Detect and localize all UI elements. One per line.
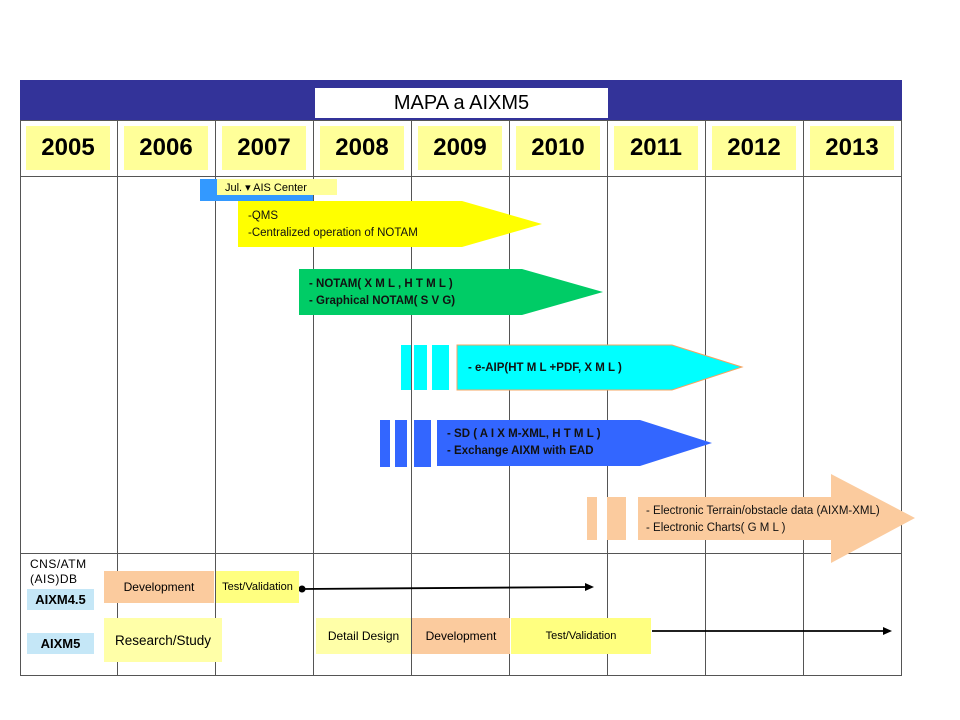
grid-line — [607, 120, 608, 676]
arrow-eaip-line: - e-AIP(HT M L +PDF, X M L ) — [468, 362, 622, 374]
year-2013: 2013 — [810, 126, 894, 170]
aixm5-detail-design: Detail Design — [316, 618, 411, 654]
bar-sd — [414, 420, 431, 467]
bar-eaip — [414, 345, 427, 390]
aixm5-test: Test/Validation — [511, 618, 651, 654]
arrow-sd-text: - SD ( A I X M-XML, H T M L ) - Exchange… — [447, 426, 601, 460]
grid-line — [803, 120, 804, 676]
db-label-line: (AIS)DB — [30, 572, 78, 586]
arrow-sd-line: - SD ( A I X M-XML, H T M L ) — [447, 428, 601, 440]
grid-line — [509, 120, 510, 676]
grid-line — [20, 553, 902, 554]
year-2009: 2009 — [418, 126, 502, 170]
bar-sd — [395, 420, 407, 467]
grid-line — [313, 120, 314, 676]
aixm45-arrowhead — [585, 583, 594, 591]
page-title: MAPA a AIXM5 — [315, 88, 608, 118]
milestone-label: Jul. ▾ AIS Center — [217, 179, 337, 195]
bar-eaip — [432, 345, 449, 390]
grid-line — [117, 120, 118, 676]
year-2010: 2010 — [516, 126, 600, 170]
arrow-qms-line: -QMS — [248, 210, 279, 222]
aixm5-arrowhead — [883, 627, 892, 635]
aixm45-test: Test/Validation — [216, 571, 299, 603]
grid-line — [411, 120, 412, 676]
bar-eaip — [401, 345, 411, 390]
arrow-notam — [299, 269, 603, 315]
year-2007: 2007 — [222, 126, 306, 170]
bar-terrain — [607, 497, 626, 540]
bar-terrain — [587, 497, 597, 540]
aixm5-badge: AIXM5 — [27, 633, 94, 654]
year-2012: 2012 — [712, 126, 796, 170]
arrow-qms-line: -Centralized operation of NOTAM — [248, 227, 418, 239]
arrow-eaip — [456, 344, 744, 391]
arrow-terrain-line: - Electronic Charts( G M L ) — [646, 522, 786, 534]
arrow-eaip-text: - e-AIP(HT M L +PDF, X M L ) — [468, 360, 622, 377]
arrow-qms — [238, 201, 542, 247]
arrow-terrain-text: - Electronic Terrain/obstacle data (AIXM… — [646, 503, 880, 537]
db-label-line: CNS/ATM — [30, 557, 87, 571]
bar-sd — [380, 420, 390, 467]
arrow-notam-line: - Graphical NOTAM( S V G) — [309, 295, 456, 307]
arrow-notam-text: - NOTAM( X M L , H T M L ) - Graphical N… — [309, 276, 455, 310]
arrow-qms-text: -QMS -Centralized operation of NOTAM — [248, 208, 418, 242]
arrow-terrain — [638, 474, 915, 563]
grid-line — [705, 120, 706, 676]
arrow-notam-line: - NOTAM( X M L , H T M L ) — [309, 278, 453, 290]
grid-line — [20, 176, 902, 177]
aixm5-development: Development — [412, 618, 510, 654]
year-2008: 2008 — [320, 126, 404, 170]
year-2011: 2011 — [614, 126, 698, 170]
aixm5-research: Research/Study — [104, 618, 222, 662]
aixm45-badge: AIXM4.5 — [27, 589, 94, 610]
aixm45-arrow — [301, 586, 589, 590]
year-2005: 2005 — [26, 126, 110, 170]
aixm45-development: Development — [104, 571, 214, 603]
arrow-sd — [437, 420, 712, 466]
arrow-terrain-line: - Electronic Terrain/obstacle data (AIXM… — [646, 505, 880, 517]
arrow-sd-line: - Exchange AIXM with EAD — [447, 445, 594, 457]
db-label: CNS/ATM (AIS)DB — [30, 557, 87, 587]
grid-line — [215, 120, 216, 676]
year-2006: 2006 — [124, 126, 208, 170]
